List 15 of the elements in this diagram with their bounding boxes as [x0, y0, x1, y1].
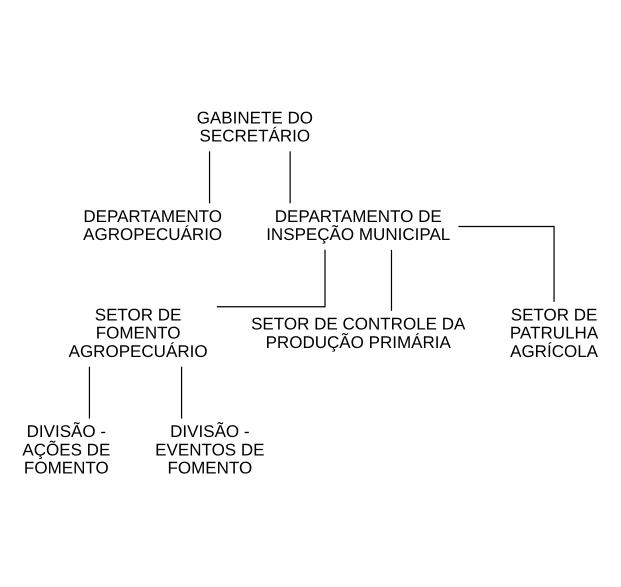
connector: [216, 249, 326, 307]
node-text: DEPARTAMENTO DE INSPEÇÃO MUNICIPAL: [266, 206, 450, 244]
connector: [390, 249, 392, 310]
node-text: DEPARTAMENTO AGROPECUÁRIO: [83, 206, 222, 244]
connector: [290, 150, 291, 203]
connector: [208, 150, 210, 203]
node-text: GABINETE DO SECRETÁRIO: [196, 108, 314, 146]
node-text: DIVISÃO - EVENTOS DE FOMENTO: [155, 422, 265, 478]
connector: [180, 366, 182, 418]
node-text: DIVISÃO - AÇÕES DE FOMENTO: [22, 422, 110, 478]
connector: [458, 225, 555, 302]
node-text: SETOR DE CONTROLE DA PRODUÇÃO PRIMÁRIA: [251, 314, 466, 352]
connector: [88, 366, 90, 418]
node-text: SETOR DE PATRULHA AGRÍCOLA: [510, 304, 598, 360]
node-text: SETOR DE FOMENTO AGROPECUÁRIO: [68, 304, 208, 360]
